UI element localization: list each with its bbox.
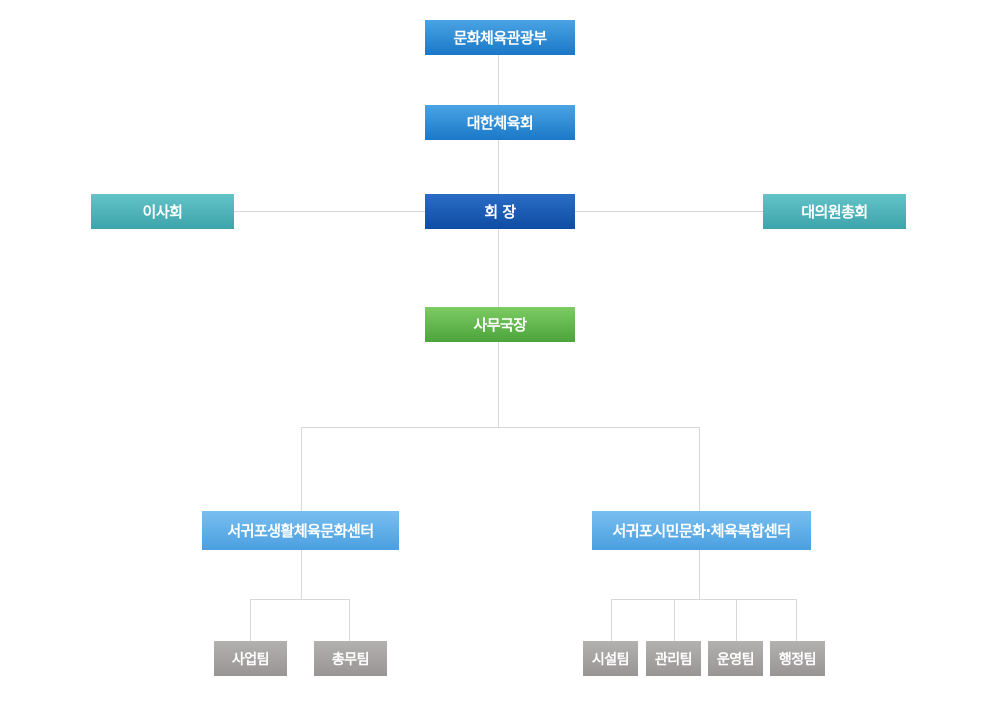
connector-team-facility [611, 599, 612, 641]
team-general-affairs: 총무팀 [314, 641, 387, 676]
connector-left-teams-stem [301, 550, 302, 599]
connector-main-vertical [498, 55, 499, 428]
connector-team-management [674, 599, 675, 641]
connector-centers-horizontal [301, 427, 700, 428]
connector-team-business [250, 599, 251, 641]
node-center-right: 서귀포시민문화·체육복합센터 [592, 511, 811, 550]
node-president: 회 장 [425, 194, 575, 229]
connector-left-center-down [301, 427, 302, 511]
connector-right-teams-horizontal [611, 599, 797, 600]
node-federation: 대한체육회 [425, 105, 575, 140]
connector-left-teams-horizontal [250, 599, 350, 600]
node-board: 이사회 [91, 194, 234, 229]
node-assembly: 대의원총회 [763, 194, 906, 229]
node-center-left: 서귀포생활체육문화센터 [202, 511, 399, 550]
team-facility: 시설팀 [583, 641, 638, 676]
connector-team-operation [736, 599, 737, 641]
team-operation: 운영팀 [708, 641, 763, 676]
connector-team-admin [796, 599, 797, 641]
connector-right-center-down [699, 427, 700, 511]
team-administration: 행정팀 [770, 641, 825, 676]
connector-team-general [349, 599, 350, 641]
connector-right-teams-stem [699, 550, 700, 599]
node-secretary-general: 사무국장 [425, 307, 575, 342]
node-ministry: 문화체육관광부 [425, 20, 575, 55]
team-management: 관리팀 [646, 641, 701, 676]
team-business: 사업팀 [214, 641, 287, 676]
